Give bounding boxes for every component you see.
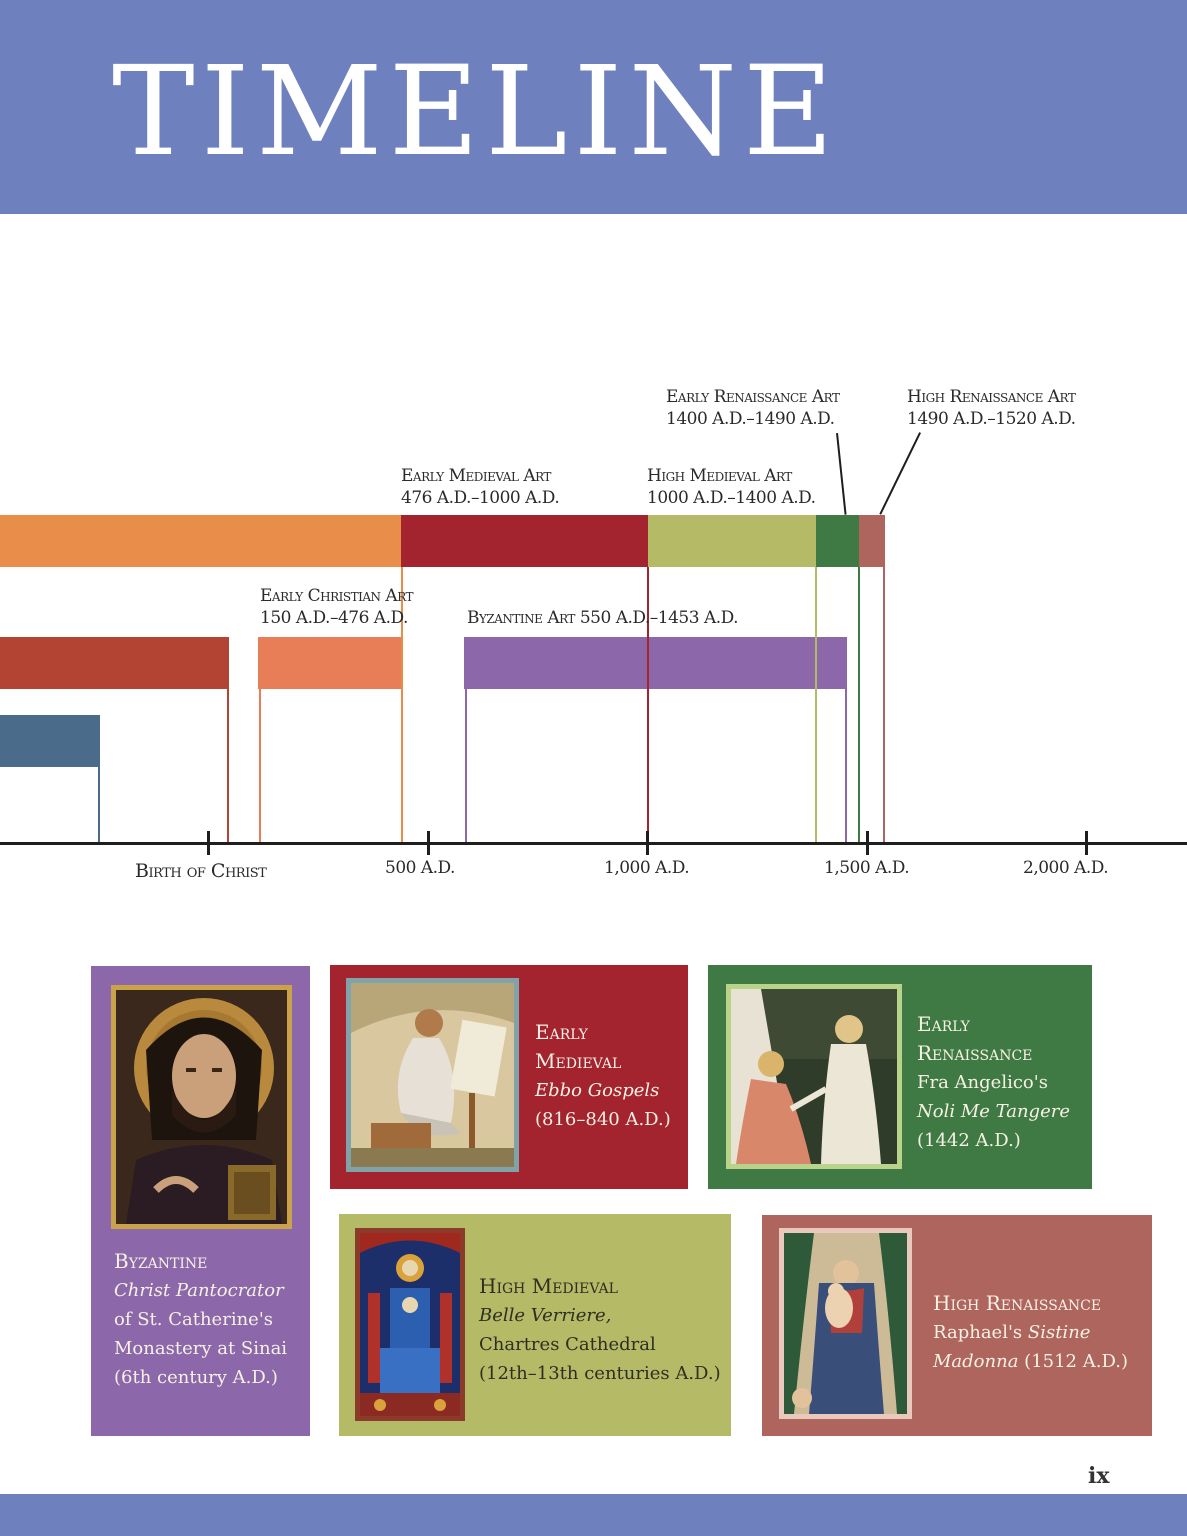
- early-christian-end-line: [401, 567, 403, 843]
- card-date: (6th century A.D.): [114, 1367, 278, 1388]
- early-christian-bar: [258, 637, 403, 689]
- era-name: Early Christian Art: [260, 586, 414, 606]
- era-dates: 1000 A.D.–1400 A.D.: [647, 488, 816, 508]
- axis-label-birth-of-christ: Birth of Christ: [135, 860, 267, 882]
- early-christian-start-line: [259, 689, 261, 843]
- rust-drop-line: [227, 689, 229, 843]
- card-title: High Medieval: [479, 1274, 618, 1298]
- axis-label-500: 500 A.D.: [385, 858, 455, 878]
- byzantine-end-line: [845, 689, 847, 843]
- card-title: Early: [917, 1012, 970, 1036]
- card-date: (12th–13th centuries A.D.): [479, 1363, 721, 1384]
- slate-era-bar: [0, 715, 100, 767]
- slate-drop-line: [98, 767, 100, 843]
- card-artwork: Noli Me Tangere: [917, 1101, 1070, 1122]
- card-line: Chartres Cathedral: [479, 1334, 656, 1355]
- high-renaissance-bar: [859, 515, 885, 567]
- card-date: (1512 A.D.): [1018, 1351, 1128, 1372]
- era-dates: 1490 A.D.–1520 A.D.: [907, 409, 1076, 429]
- rust-era-bar: [0, 637, 229, 689]
- axis-label-1500: 1,500 A.D.: [824, 858, 910, 878]
- card-date: (1442 A.D.): [917, 1130, 1021, 1151]
- high-medieval-bar: [648, 515, 816, 567]
- era-label-early-christian: Early Christian Art 150 A.D.–476 A.D.: [260, 585, 414, 629]
- ebbo-gospels-image: [346, 978, 519, 1172]
- belle-verriere-image: [355, 1228, 465, 1421]
- card-high-renaissance-text: High Renaissance Raphael's Sistine Madon…: [933, 1289, 1128, 1376]
- card-title: Medieval: [535, 1049, 622, 1073]
- page-title: TIMELINE: [112, 40, 840, 184]
- card-artwork: Belle Verriere,: [479, 1305, 612, 1326]
- orange-era-bar: [0, 515, 401, 567]
- card-title: Byzantine: [114, 1249, 208, 1273]
- era-name: Byzantine Art: [467, 608, 575, 628]
- card-title: Early: [535, 1020, 588, 1044]
- axis-label-2000: 2,000 A.D.: [1023, 858, 1109, 878]
- era-dates: 550 A.D.–1453 A.D.: [579, 608, 739, 628]
- axis-label-1000: 1,000 A.D.: [604, 858, 690, 878]
- card-line: Madonna (1512 A.D.): [933, 1347, 1128, 1376]
- page-number: ix: [1088, 1463, 1110, 1489]
- early-renaissance-end-line: [858, 567, 860, 843]
- era-dates: 150 A.D.–476 A.D.: [260, 608, 408, 628]
- card-artwork: Madonna: [933, 1351, 1019, 1372]
- card-artwork: Sistine: [1027, 1322, 1091, 1343]
- era-label-early-medieval: Early Medieval Art 476 A.D.–1000 A.D.: [401, 465, 560, 509]
- era-name: High Medieval Art: [647, 466, 792, 486]
- era-label-early-renaissance: Early Renaissance Art 1400 A.D.–1490 A.D…: [666, 386, 840, 430]
- card-high-medieval-text: High Medieval Belle Verriere, Chartres C…: [479, 1272, 721, 1388]
- byzantine-start-line: [465, 689, 467, 843]
- noli-me-tangere-image: [726, 984, 902, 1169]
- card-artwork: Ebbo Gospels: [535, 1080, 660, 1101]
- sistine-madonna-image: [779, 1228, 912, 1419]
- card-line: Monastery at Sinai: [114, 1338, 288, 1359]
- era-name: Early Renaissance Art: [666, 387, 840, 407]
- era-dates: 1400 A.D.–1490 A.D.: [666, 409, 835, 429]
- footer-band: [0, 1494, 1187, 1536]
- card-early-medieval-text: Early Medieval Ebbo Gospels (816–840 A.D…: [535, 1018, 671, 1134]
- card-line: of St. Catherine's: [114, 1309, 274, 1330]
- era-name: High Renaissance Art: [907, 387, 1076, 407]
- axis-tick: [427, 831, 430, 855]
- era-name: Early Medieval Art: [401, 466, 551, 486]
- card-title: Renaissance: [917, 1041, 1033, 1065]
- era-label-high-medieval: High Medieval Art 1000 A.D.–1400 A.D.: [647, 465, 816, 509]
- era-label-byzantine: Byzantine Art 550 A.D.–1453 A.D.: [467, 607, 739, 629]
- byzantine-bar: [464, 637, 847, 689]
- axis-tick: [866, 831, 869, 855]
- leader-line-early-renaissance: [836, 433, 847, 515]
- card-artwork: Christ Pantocrator: [114, 1280, 284, 1301]
- high-renaissance-end-line: [883, 567, 885, 843]
- card-title: High Renaissance: [933, 1291, 1102, 1315]
- card-byzantine-text: Byzantine Christ Pantocrator of St. Cath…: [114, 1247, 287, 1392]
- early-renaissance-bar: [816, 515, 859, 567]
- header-band: [0, 0, 1187, 214]
- axis-tick: [646, 831, 649, 855]
- card-date: (816–840 A.D.): [535, 1109, 671, 1130]
- christ-pantocrator-image: [111, 985, 292, 1229]
- early-medieval-bar: [401, 515, 648, 567]
- era-dates: 476 A.D.–1000 A.D.: [401, 488, 560, 508]
- leader-line-high-renaissance: [879, 432, 921, 515]
- timeline-axis: [0, 842, 1187, 845]
- axis-tick: [207, 831, 210, 855]
- card-line-text: Raphael's: [933, 1322, 1028, 1343]
- card-early-renaissance-text: Early Renaissance Fra Angelico's Noli Me…: [917, 1010, 1070, 1155]
- high-medieval-end-line: [815, 567, 817, 843]
- card-line: Fra Angelico's: [917, 1072, 1048, 1093]
- axis-tick: [1085, 831, 1088, 855]
- card-line: Raphael's Sistine: [933, 1318, 1128, 1347]
- early-medieval-end-line: [647, 567, 649, 843]
- era-label-high-renaissance: High Renaissance Art 1490 A.D.–1520 A.D.: [907, 386, 1076, 430]
